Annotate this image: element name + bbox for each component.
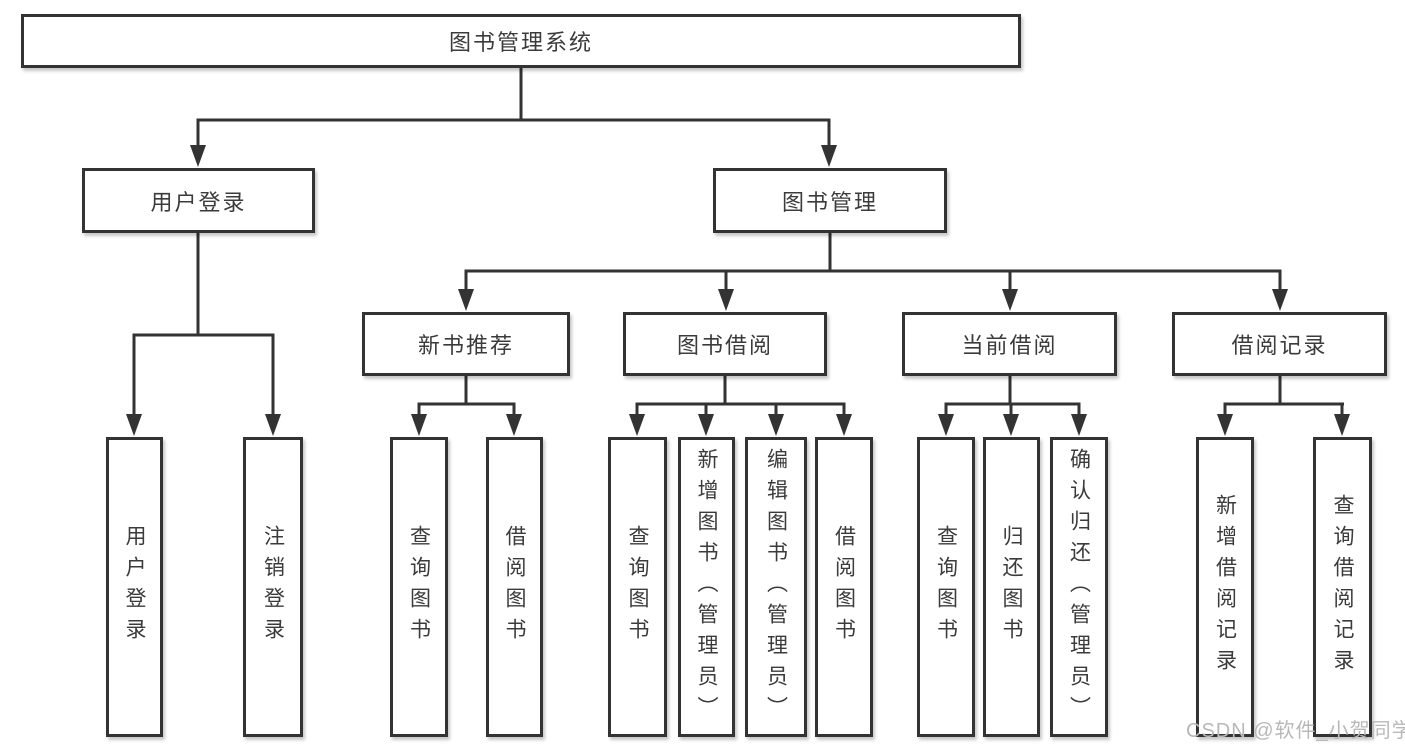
node-new-book-recommend: 新书推荐 (362, 312, 570, 376)
node-current-borrow: 当前借阅 (902, 312, 1117, 376)
arrowheads (126, 145, 1350, 436)
leaf-user-login: 用户登录 (106, 437, 163, 737)
csdn-watermark: CSDN @软件_小贺同学 (1186, 720, 1405, 742)
leaf-logout-label: 注销登录 (261, 525, 285, 649)
node-book-management: 图书管理 (713, 168, 947, 233)
node-root-system: 图书管理系统 (21, 14, 1021, 68)
leaf-records-query-record: 查询借阅记录 (1313, 437, 1372, 737)
leaf-borrow-borrow-books: 借阅图书 (815, 437, 873, 737)
leaf-current-confirm-return-admin: 确认归还（管理员） (1050, 437, 1108, 737)
leaf-records-query-record-label: 查询借阅记录 (1331, 494, 1354, 680)
node-book-borrow: 图书借阅 (623, 312, 827, 376)
leaf-recommend-query-books-label: 查询图书 (407, 525, 431, 649)
leaf-records-add-record: 新增借阅记录 (1196, 437, 1254, 737)
leaf-borrow-borrow-books-label: 借阅图书 (832, 525, 856, 649)
leaf-borrow-edit-books-admin: 编辑图书（管理员） (745, 437, 807, 737)
node-user-login: 用户登录 (82, 168, 315, 233)
node-borrow-records: 借阅记录 (1172, 312, 1387, 376)
leaf-borrow-edit-books-admin-label: 编辑图书（管理员） (764, 447, 788, 727)
leaf-records-add-record-label: 新增借阅记录 (1213, 494, 1237, 680)
leaf-borrow-query-books-label: 查询图书 (626, 525, 649, 649)
leaf-borrow-query-books: 查询图书 (608, 437, 667, 737)
leaf-current-confirm-return-admin-label: 确认归还（管理员） (1067, 447, 1091, 727)
leaf-user-login-label: 用户登录 (123, 525, 146, 649)
leaf-recommend-borrow-books: 借阅图书 (486, 437, 543, 737)
leaf-logout: 注销登录 (243, 437, 303, 737)
leaf-current-query-books: 查询图书 (917, 437, 975, 737)
leaf-current-return-books: 归还图书 (983, 437, 1040, 737)
leaf-borrow-add-books-admin-label: 新增图书（管理员） (695, 447, 718, 727)
leaf-recommend-query-books: 查询图书 (390, 437, 448, 737)
leaf-current-return-books-label: 归还图书 (1000, 525, 1023, 649)
leaf-borrow-add-books-admin: 新增图书（管理员） (678, 437, 735, 737)
leaf-current-query-books-label: 查询图书 (934, 525, 958, 649)
leaf-recommend-borrow-books-label: 借阅图书 (503, 525, 526, 649)
